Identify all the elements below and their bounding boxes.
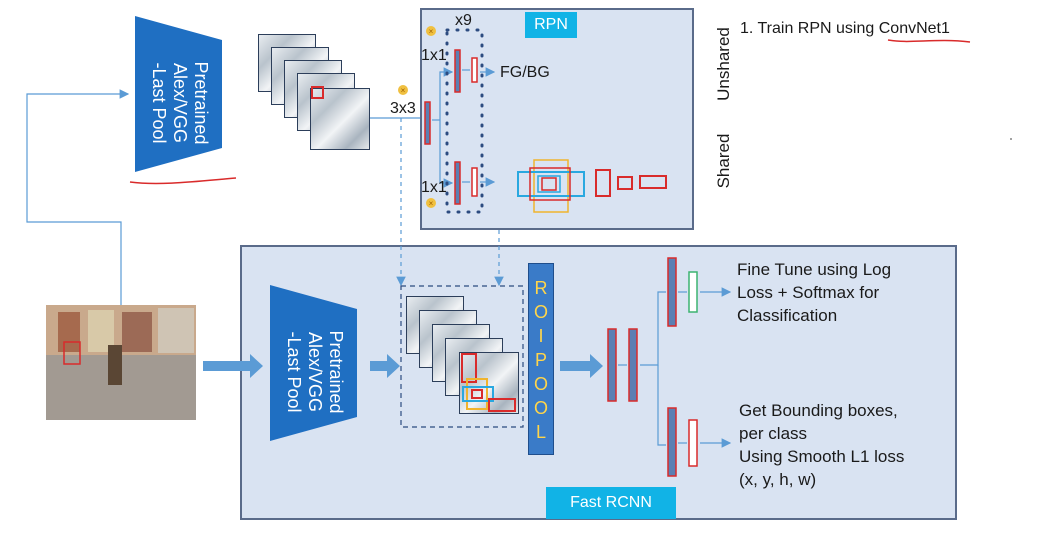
svg-text:×: × xyxy=(401,86,406,95)
svg-text:×: × xyxy=(429,199,434,208)
shared-label: Shared xyxy=(714,133,733,189)
roi-box xyxy=(471,389,483,399)
fgbg-label: FG/BG xyxy=(500,64,550,81)
rpn-panel xyxy=(420,8,694,230)
anchor-boxes xyxy=(517,159,667,213)
svg-text:×: × xyxy=(429,27,434,36)
classification-text: Fine Tune using Log Loss + Softmax for C… xyxy=(737,260,892,325)
feature-box xyxy=(311,86,324,99)
backbone-bottom-shape xyxy=(270,285,357,441)
step-note: 1. Train RPN using ConvNet1 xyxy=(740,20,950,38)
conv1x1-top-label: 1x1 xyxy=(421,47,447,64)
roi-letter: O xyxy=(533,374,548,394)
roi-letter: I xyxy=(538,326,544,346)
roi-letter: O xyxy=(533,398,548,418)
conv3x3-label: 3x3 xyxy=(390,100,416,117)
x9-label: x9 xyxy=(455,12,472,29)
fast-rcnn-panel xyxy=(240,245,957,520)
input-image xyxy=(46,305,196,420)
roi-box xyxy=(466,378,488,410)
roi-box xyxy=(461,353,477,383)
step-note-net: ConvNet1 xyxy=(878,20,950,37)
convnet-underline xyxy=(887,39,971,43)
backbone-bottom-label: Pretrained Alex/VGG -Last Pool xyxy=(284,330,346,414)
fast-rcnn-tag: Fast RCNN xyxy=(546,487,676,519)
roi-letter: L xyxy=(535,422,546,442)
backbone-top-label: Pretrained Alex/VGG -Last Pool xyxy=(149,61,211,145)
rpn-tag: RPN xyxy=(525,12,577,38)
bbox-regression-text: Get Bounding boxes, per class Using Smoo… xyxy=(739,401,905,489)
unshared-label: Unshared xyxy=(714,27,733,101)
roi-pool-bar xyxy=(528,263,554,455)
handwritten-underline xyxy=(129,177,237,185)
roi-letter: O xyxy=(533,302,548,322)
marker-icons: × × × xyxy=(398,26,436,208)
roi-box xyxy=(462,386,494,402)
step-note-prefix: 1. Train RPN using xyxy=(740,20,879,37)
roi-box xyxy=(488,398,516,412)
roi-letter: R xyxy=(534,278,548,298)
backbone-top-shape xyxy=(135,16,222,172)
conv1x1-bottom-label: 1x1 xyxy=(421,179,447,196)
block-arrows xyxy=(203,354,603,378)
roi-letter: P xyxy=(534,350,547,370)
